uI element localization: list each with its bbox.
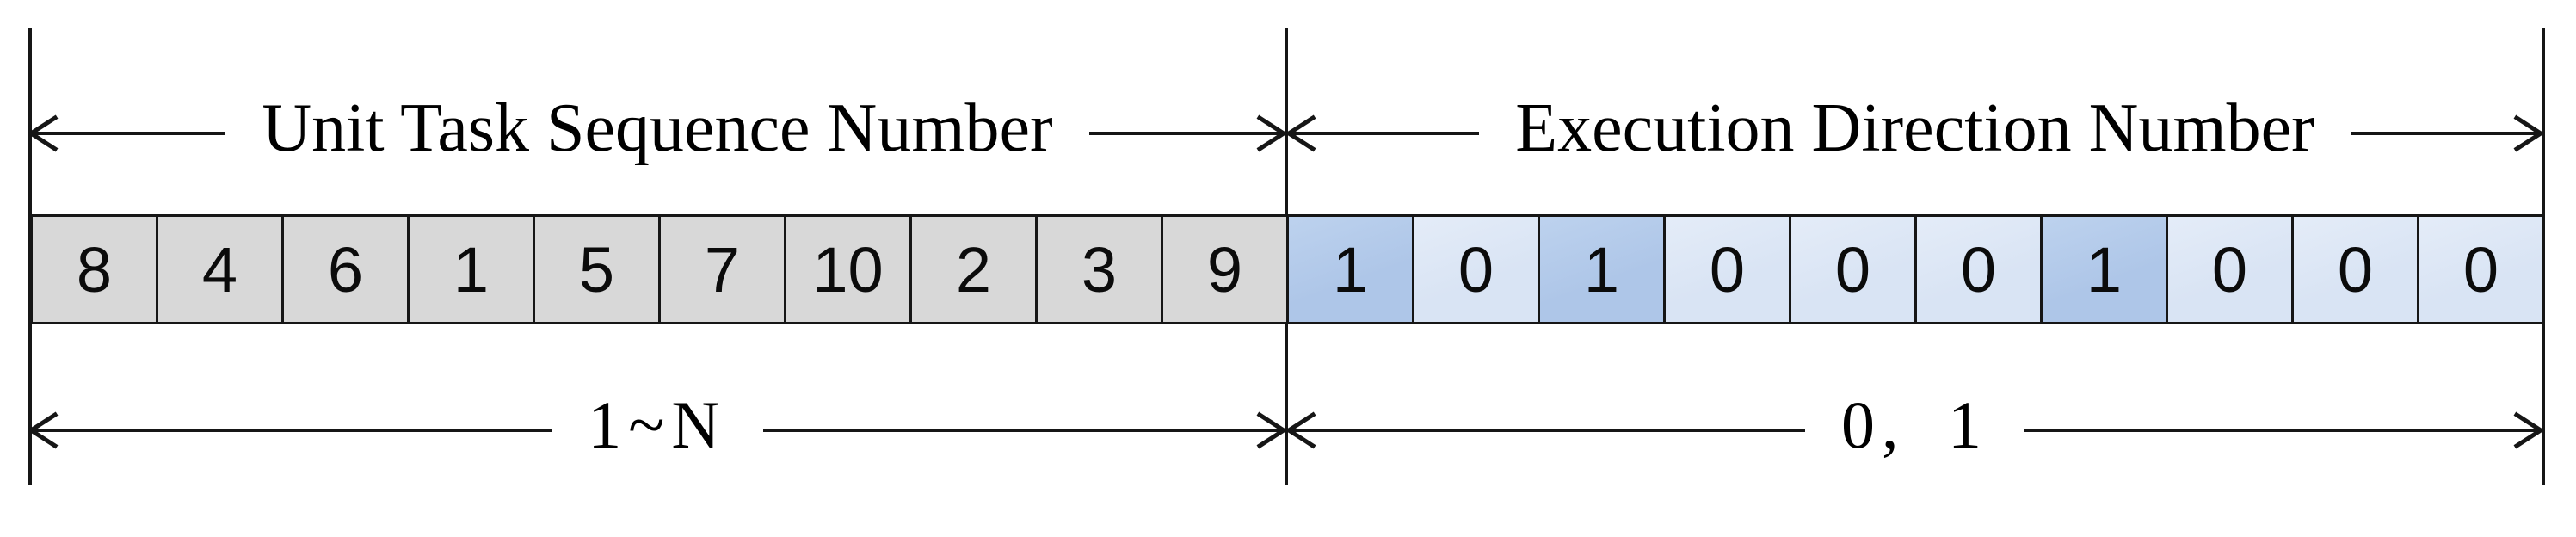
execution-direction-cell: 0: [2291, 214, 2419, 324]
unit-task-sequence-cell: 9: [1161, 214, 1289, 324]
unit-task-sequence-cell: 10: [784, 214, 912, 324]
unit-task-title-annotation: Unit Task Sequence Number: [28, 90, 1287, 176]
arrow-shaft: [28, 411, 552, 449]
execution-direction-cell: 1: [1538, 214, 1666, 324]
arrowhead-right-icon: [2513, 411, 2544, 449]
unit-task-sequence-cell: 6: [281, 214, 410, 324]
arrow-shaft: [2024, 411, 2544, 449]
unit-task-sequence-cell: 4: [156, 214, 284, 324]
arrowhead-left-icon: [28, 411, 59, 449]
execution-direction-cell: 0: [2417, 214, 2545, 324]
arrow-shaft: [2350, 114, 2544, 152]
arrowhead-right-icon: [2513, 114, 2544, 152]
execution-direction-cell: 0: [2166, 214, 2294, 324]
execution-direction-cell: 1: [2040, 214, 2168, 324]
arrow-shaft: [28, 114, 226, 152]
arrow-shaft: [762, 411, 1287, 449]
unit-task-range-annotation: 1~N: [28, 387, 1287, 473]
execution-direction-cell: 0: [1914, 214, 2043, 324]
section-title-left: Unit Task Sequence Number: [262, 90, 1053, 166]
execution-direction-cell: 0: [1789, 214, 1917, 324]
arrow-shaft: [1285, 114, 1480, 152]
unit-task-sequence-cell: 2: [909, 214, 1038, 324]
unit-task-sequence-cell: 5: [533, 214, 661, 324]
execution-direction-cell: 0: [1663, 214, 1791, 324]
arrowhead-right-icon: [1256, 114, 1287, 152]
unit-task-sequence-cell: 8: [30, 214, 158, 324]
execution-direction-cell: 1: [1286, 214, 1414, 324]
execution-direction-title-annotation: Execution Direction Number: [1285, 90, 2544, 176]
arrow-shaft: [1088, 114, 1287, 152]
unit-task-sequence-cell: 7: [658, 214, 786, 324]
arrowhead-left-icon: [1285, 114, 1316, 152]
arrowhead-right-icon: [1256, 411, 1287, 449]
execution-direction-range-annotation: 0, 1: [1285, 387, 2544, 473]
value-range-right: 0, 1: [1841, 387, 1988, 462]
unit-task-sequence-cell: 1: [407, 214, 535, 324]
arrowhead-left-icon: [1285, 411, 1316, 449]
arrow-shaft: [1285, 411, 1805, 449]
value-range-left: 1~N: [588, 387, 727, 462]
unit-task-sequence-cell: 3: [1035, 214, 1163, 324]
section-title-right: Execution Direction Number: [1515, 90, 2314, 166]
execution-direction-cell: 0: [1412, 214, 1540, 324]
arrowhead-left-icon: [28, 114, 59, 152]
